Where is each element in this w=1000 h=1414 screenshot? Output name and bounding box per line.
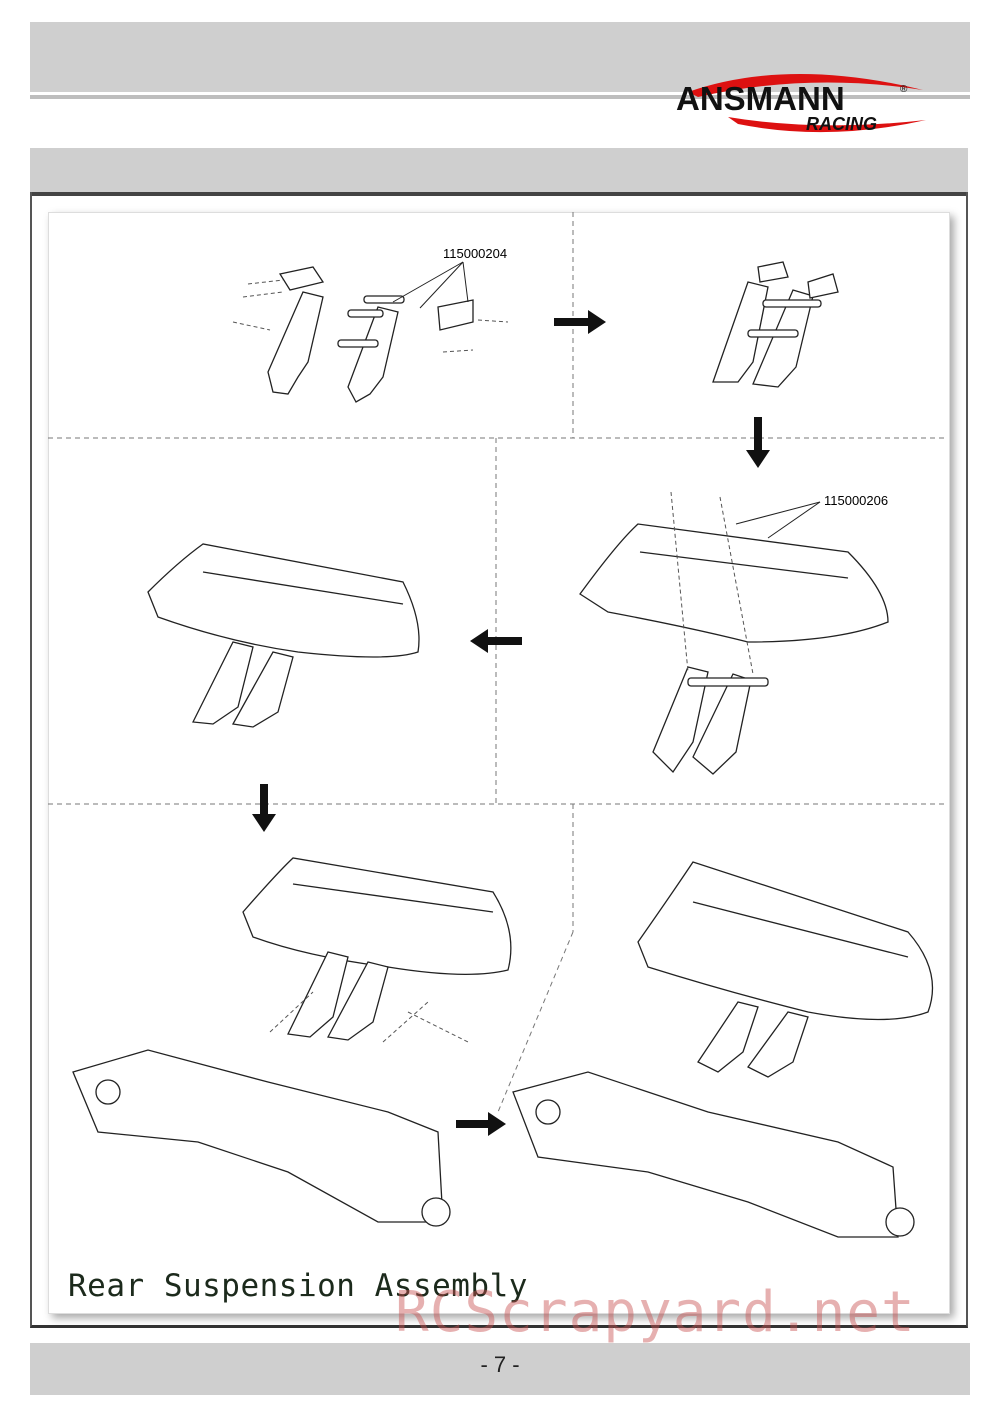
brand-name: ANSMANN <box>676 80 845 117</box>
step2-wing-mount-assembled <box>712 261 839 388</box>
content-frame <box>30 192 968 1328</box>
section-title: Rear Suspension Assembly <box>68 1268 528 1304</box>
arrow-left-1 <box>470 629 522 653</box>
step5-screw-lines <box>269 991 469 1043</box>
step3-screw-lines <box>670 491 754 675</box>
arrow-down-2 <box>252 784 276 832</box>
header-divider <box>30 95 970 99</box>
assembly-diagram: 115000204 115000206 <box>48 212 948 1238</box>
step5-wing-over-suspension <box>72 857 512 1227</box>
step6-final-assembly <box>512 861 934 1238</box>
watermark: RCScrapyard.net <box>395 1280 916 1345</box>
step3-leader-lines <box>735 501 821 539</box>
step1-wing-mount-exploded <box>267 266 474 403</box>
section-header-bar <box>30 148 968 196</box>
page-number: - 7 - <box>480 1352 520 1377</box>
registered-mark: ® <box>900 84 908 95</box>
part-label-115000206: 115000206 <box>824 493 888 508</box>
step3-wing-exploded <box>579 523 889 775</box>
brand-sub: RACING <box>806 114 877 134</box>
step1-screw-lines <box>232 279 509 353</box>
arrow-down-1 <box>746 417 770 468</box>
step1-leader-lines <box>392 261 469 309</box>
ansmann-racing-logo: ANSMANN ® RACING <box>676 73 926 134</box>
part-label-115000204: 115000204 <box>443 246 507 261</box>
footer-bar <box>30 1343 970 1395</box>
arrow-right-2 <box>456 1112 506 1136</box>
arrow-right-1 <box>554 310 606 334</box>
step4-wing-assembled <box>147 543 420 728</box>
